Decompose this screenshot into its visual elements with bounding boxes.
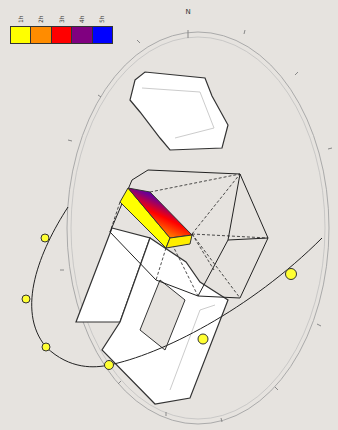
shadow-volume — [110, 170, 268, 298]
legend-label: 2h — [37, 15, 44, 23]
legend-swatch — [92, 26, 113, 44]
upper-building — [130, 72, 228, 150]
legend-label: 3h — [58, 15, 65, 23]
sun-ellipse-inner — [71, 37, 325, 419]
sun-ellipse — [67, 32, 329, 424]
legend-swatch — [10, 26, 31, 44]
tick-marks — [60, 30, 332, 422]
lower-building — [102, 238, 228, 404]
sun-path — [32, 207, 322, 367]
compass-label: N — [185, 8, 190, 16]
legend-swatch — [51, 26, 72, 44]
legend-label: 5h — [98, 15, 105, 23]
legend-swatch — [30, 26, 51, 44]
sun-positions — [22, 234, 297, 370]
legend-label: 1h — [17, 15, 24, 23]
legend-label: 4h — [78, 15, 85, 23]
legend-swatch — [71, 26, 92, 44]
shadow-block — [128, 188, 192, 238]
